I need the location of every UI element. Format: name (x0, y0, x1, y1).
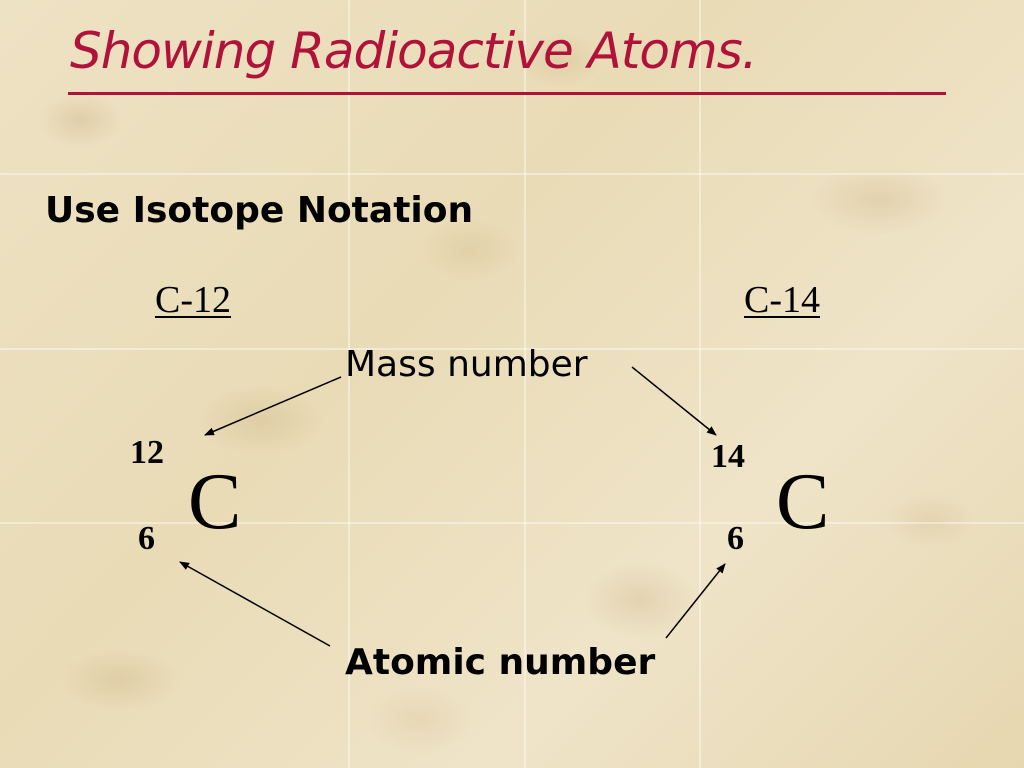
arrow-mass-to-c12 (204, 376, 342, 436)
isotope-label-c14: C-14 (744, 279, 820, 321)
arrow-atomic-to-c12 (179, 561, 331, 647)
c14-mass-number: 14 (711, 438, 745, 475)
slide-title: Showing Radioactive Atoms. (70, 22, 758, 80)
arrow-atomic-to-c14 (665, 563, 726, 639)
slide-subtitle: Use Isotope Notation (45, 190, 474, 231)
c12-element-symbol: C (188, 458, 242, 546)
c12-mass-number: 12 (130, 434, 164, 471)
c14-atomic-number: 6 (727, 520, 744, 557)
mass-number-caption: Mass number (345, 344, 588, 385)
c12-atomic-number: 6 (138, 520, 155, 557)
title-underline (68, 92, 946, 95)
atomic-number-caption: Atomic number (345, 642, 656, 683)
isotope-label-c12: C-12 (155, 279, 231, 321)
c14-element-symbol: C (776, 458, 830, 546)
arrow-mass-to-c14 (631, 366, 717, 436)
